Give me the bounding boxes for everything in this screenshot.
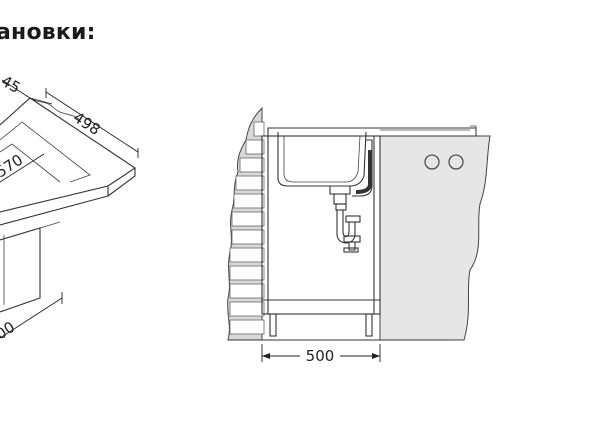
adjacent-cabinet — [379, 135, 491, 341]
dimension-label-498: 498 — [70, 108, 104, 139]
dimension-label-45: 45 — [0, 72, 24, 97]
section-heading: ановки: — [0, 20, 96, 45]
dimension-label-500: 500 — [306, 347, 335, 365]
cabinet-leg — [365, 313, 373, 337]
sink-bowl — [277, 131, 367, 187]
dimension-label-bottom: 00 — [0, 318, 18, 343]
siphon — [335, 203, 361, 253]
tap-hole-icon — [424, 154, 440, 170]
cross-section-drawing — [227, 106, 491, 362]
wall-bricks — [229, 121, 265, 335]
dimension-label-570: 570 — [0, 151, 26, 182]
tap-hole-icon — [448, 154, 464, 170]
perspective-drawing — [0, 79, 139, 339]
cabinet-leg — [269, 313, 277, 337]
